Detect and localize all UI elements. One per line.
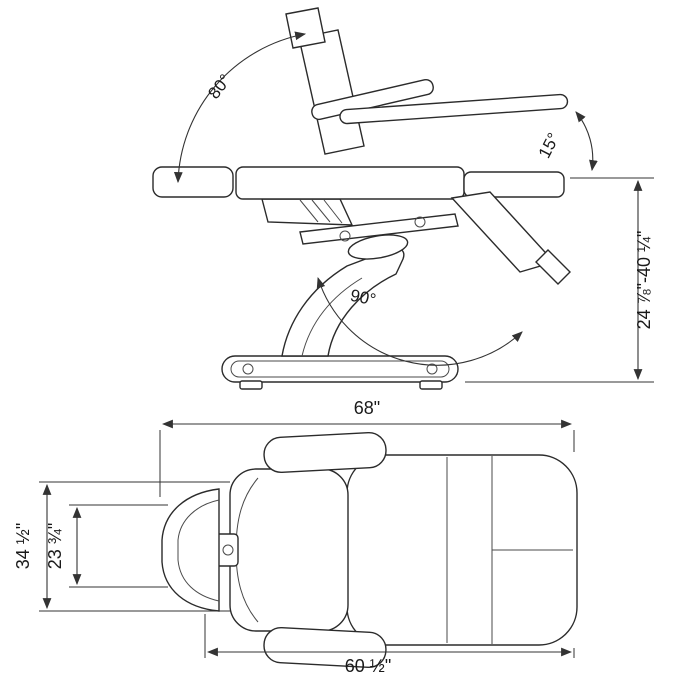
backrest-rotation-arc-80 — [173, 31, 307, 184]
frame-pivot-left — [339, 230, 351, 242]
overall-width-label: 34 ½" — [13, 523, 33, 569]
base-detail-right — [426, 363, 438, 375]
chair-base-inner-line — [230, 360, 450, 378]
armrest-bar-extended — [339, 93, 569, 125]
tilt-arc-15 — [575, 111, 598, 172]
pedestal-column — [281, 247, 405, 357]
base-foot-left — [239, 380, 263, 390]
seat-swivel-mount — [347, 234, 409, 260]
chair-base-plate — [221, 355, 459, 383]
headrest-contour-line — [177, 499, 220, 602]
footrest-pad-lowered — [535, 249, 571, 285]
swing-angle-label: 90° — [349, 286, 378, 310]
frame-pivot-right — [414, 216, 426, 228]
legrest-pad-side — [463, 171, 565, 198]
recline-mechanism-hatching — [299, 199, 343, 224]
seat-underframe — [299, 213, 459, 245]
seat-length-label: 60 ½" — [345, 656, 391, 676]
legrest-rotation-arc-90 — [316, 276, 523, 366]
raised-headrest — [285, 7, 326, 49]
overall-length-label: 68" — [354, 398, 380, 418]
headrest-connector-knob — [222, 544, 234, 556]
armrest-top-view-upper — [263, 431, 387, 474]
headrest-top-view — [161, 488, 220, 612]
recline-mechanism — [261, 198, 354, 226]
top-view-drawing: 68" 34 ½" 23 ¾" 60 ½" — [13, 398, 578, 676]
side-view-drawing: 80° 15° 90° 24 ⅞"-40 ¼" — [152, 7, 654, 390]
tilt-angle-label: 15° — [535, 130, 564, 162]
seat-pad-side — [235, 166, 465, 200]
base-detail-left — [242, 363, 254, 375]
headrest-pad-side — [152, 166, 234, 198]
height-range-label: 24 ⅞"-40 ¼" — [634, 231, 654, 330]
base-foot-right — [419, 380, 443, 390]
headrest-width-label: 23 ¾" — [45, 523, 65, 569]
raised-backrest-panel — [298, 29, 365, 155]
armrest-bar-raised — [311, 78, 434, 121]
backrest-angle-label: 80° — [204, 71, 235, 103]
